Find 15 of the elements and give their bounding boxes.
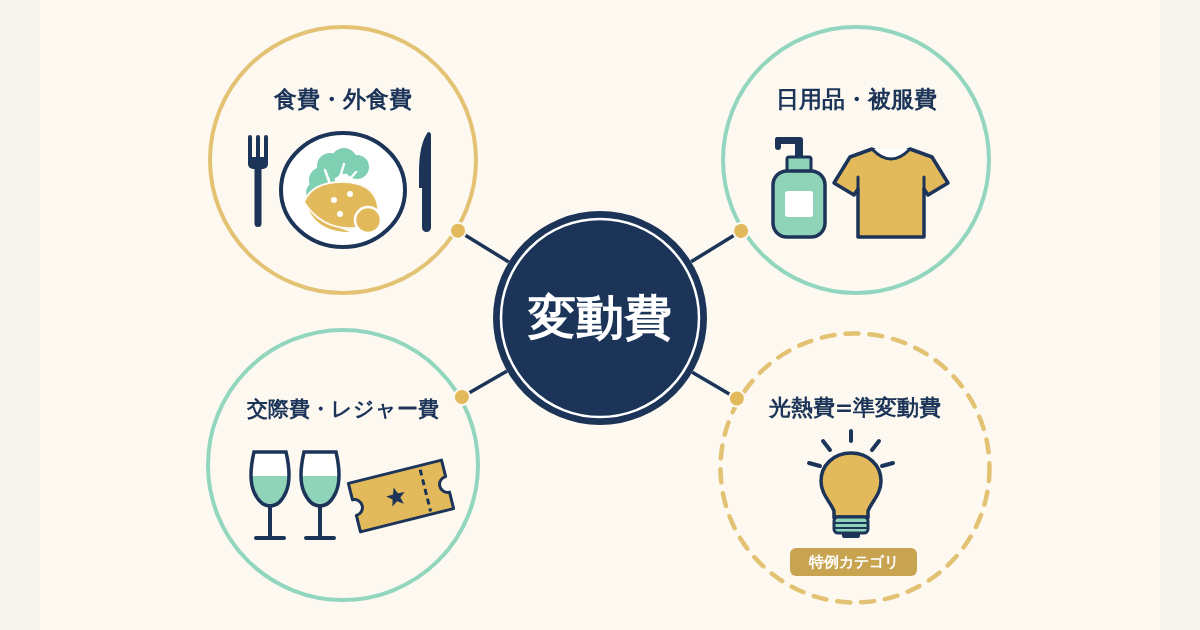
connector-line (452, 369, 508, 406)
category-circle (721, 25, 991, 295)
connector-line (690, 221, 751, 264)
hub-circle (493, 211, 707, 425)
category-circle (718, 331, 992, 605)
category-title: 食費・外食費 (274, 86, 412, 114)
category-tag: 特例カテゴリ (790, 548, 917, 576)
connector-line (691, 370, 746, 408)
category-circle (206, 328, 480, 602)
category-title: 光熱費=準変動費 (768, 395, 942, 422)
hub-title: 変動費 (528, 289, 672, 347)
connector-line (449, 221, 510, 264)
category-title: 交際費・レジャー費 (247, 397, 439, 423)
category-title: 日用品・被服費 (775, 86, 937, 114)
category-circle (208, 25, 478, 295)
